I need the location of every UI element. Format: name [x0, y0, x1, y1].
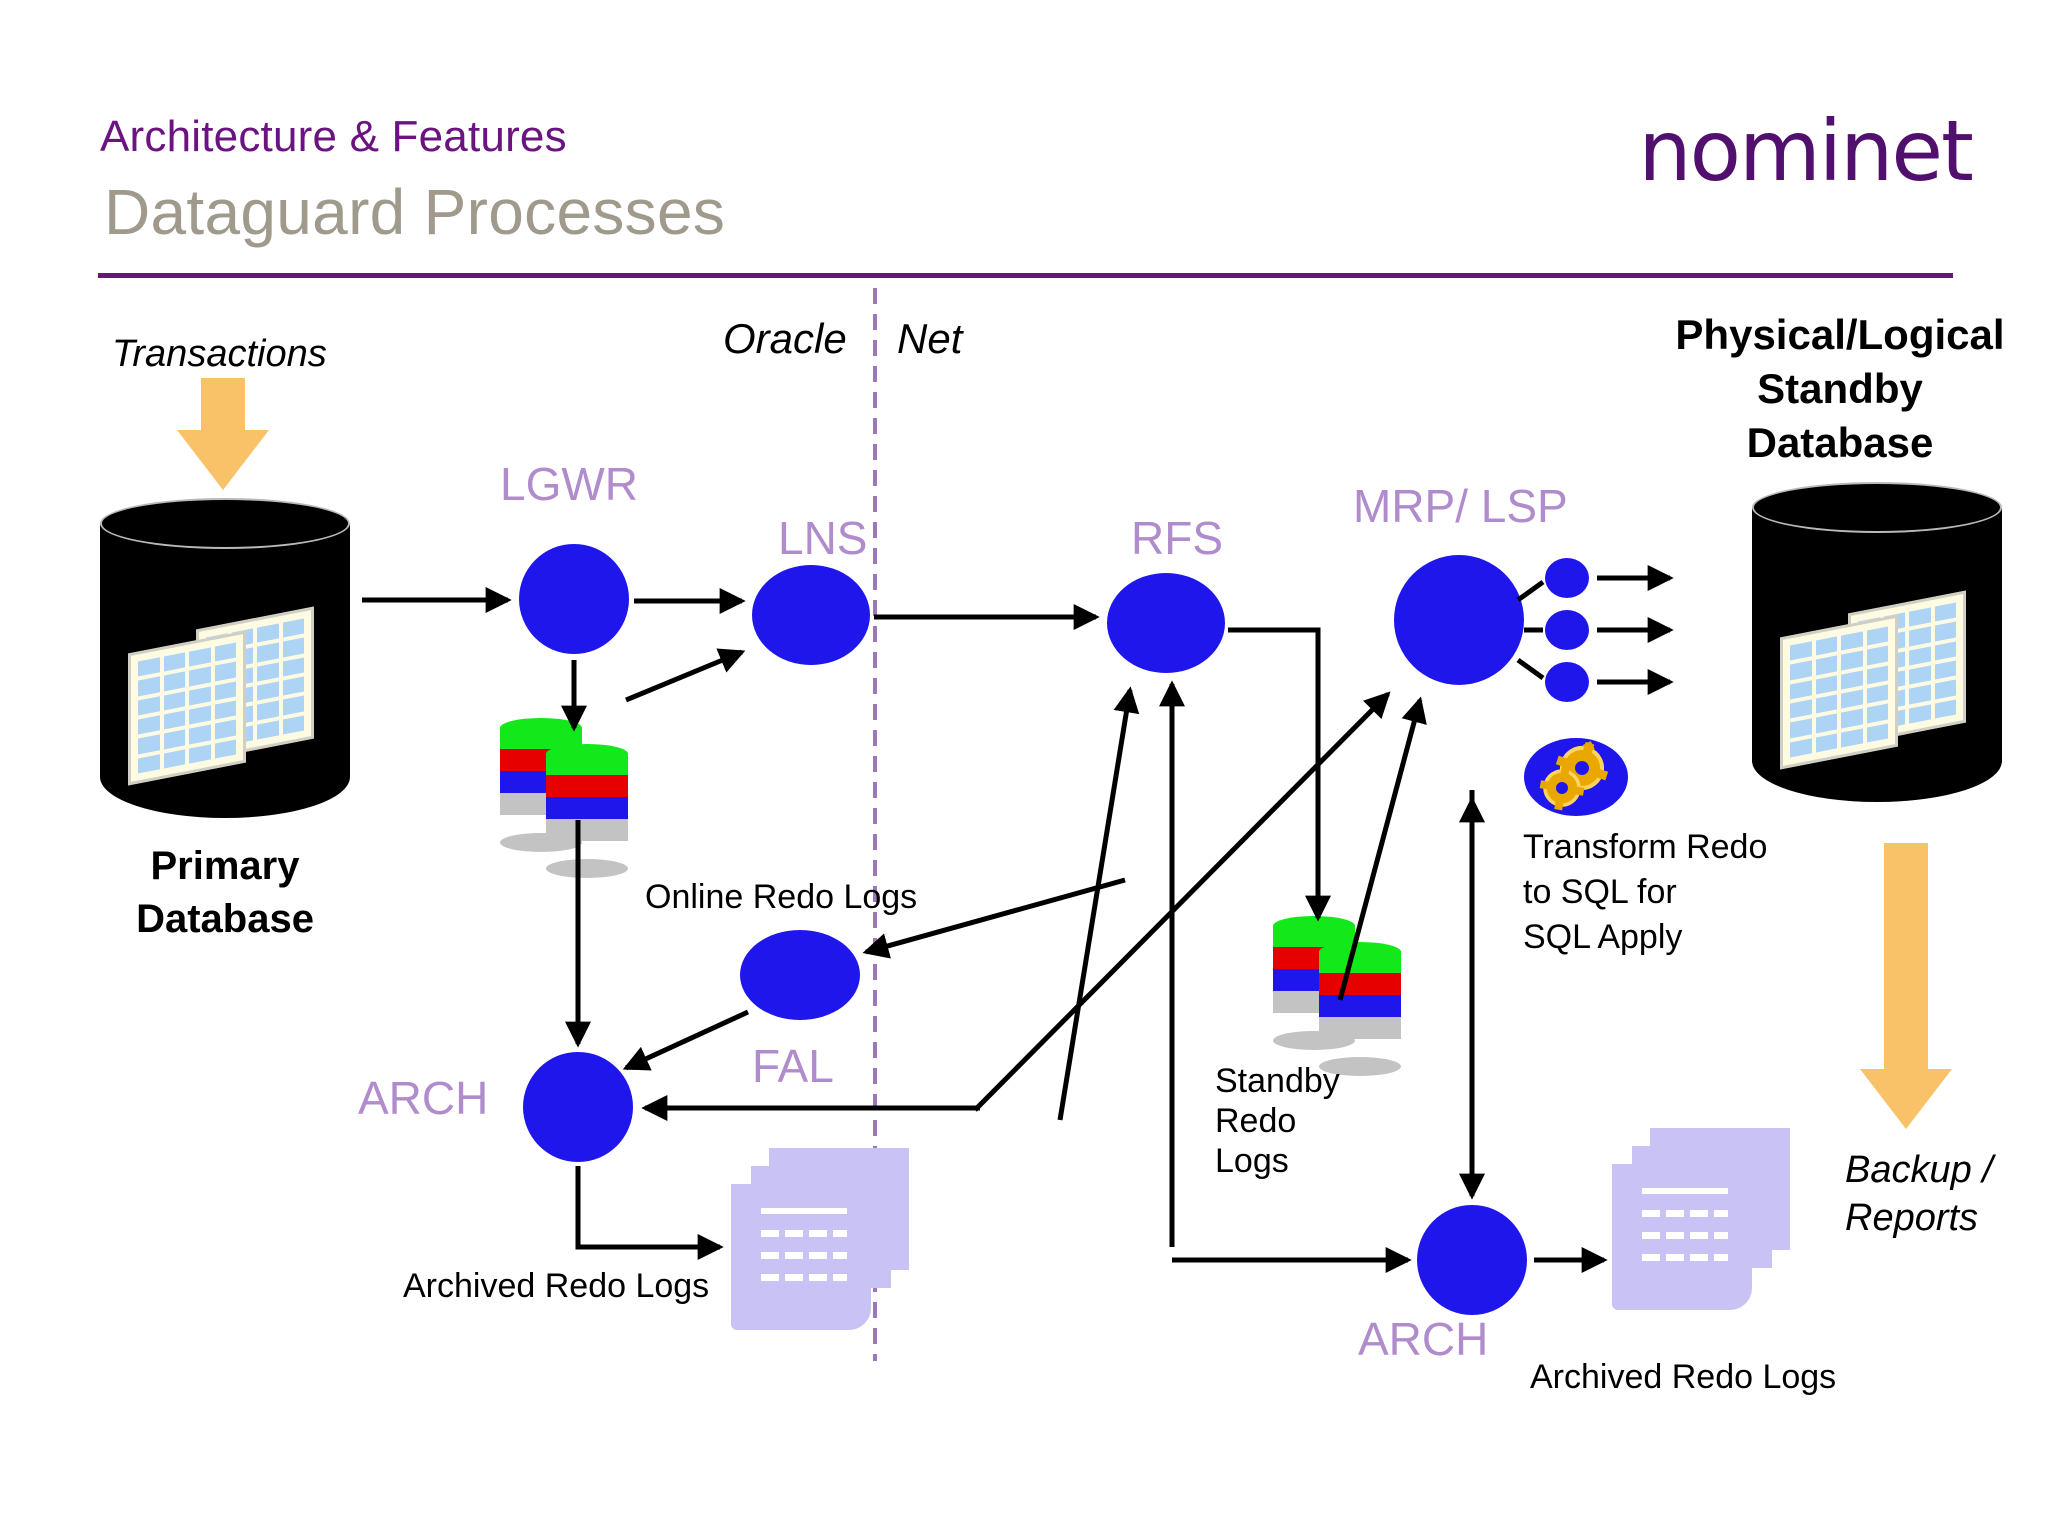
arrow-feeder-to-lns [625, 648, 746, 703]
oracle-net-label-left: Oracle [723, 315, 847, 362]
archived-redo-logs-primary-label: Archived Redo Logs [403, 1267, 710, 1305]
fal-label: FAL [752, 1040, 834, 1092]
transform-redo-label-line3: SQL Apply [1523, 918, 1683, 956]
arrow-fal-to-arch [622, 1009, 750, 1071]
mrp-lsp-worker-node-2 [1545, 610, 1589, 650]
oracle-net-divider-line [873, 288, 877, 1361]
connector-mrp-worker-3 [1516, 657, 1545, 681]
standby-redo-logs-label-line1: Standby [1215, 1062, 1340, 1100]
lns-process-node [752, 565, 870, 665]
arch-standby-process-node [1417, 1205, 1527, 1315]
page-kicker: Architecture & Features [100, 112, 567, 161]
mrp-lsp-process-node [1394, 555, 1524, 685]
primary-database-label-line2: Database [136, 897, 314, 941]
transform-redo-label-line1: Transform Redo [1523, 828, 1768, 866]
page-title: Dataguard Processes [104, 176, 726, 248]
standby-database-title-line1: Physical/Logical [1675, 311, 2005, 358]
standby-redo-logs-disks [1273, 916, 1423, 1076]
arch-primary-label: ARCH [358, 1072, 489, 1124]
transactions-label: Transactions [112, 333, 327, 375]
connector-mrp-worker-1 [1516, 579, 1545, 603]
backup-reports-label-line1: Backup / [1845, 1149, 1993, 1191]
arch-standby-label: ARCH [1358, 1313, 1489, 1365]
archived-redo-logs-standby-docs [1610, 1128, 1790, 1313]
online-redo-logs-disks [500, 718, 650, 878]
lns-label: LNS [778, 512, 868, 564]
mrp-lsp-label: MRP/ LSP [1353, 480, 1568, 532]
arrow-arch-to-archived-redo [575, 1166, 724, 1260]
standby-database-title-line3: Database [1746, 419, 1934, 466]
arch-primary-process-node [523, 1052, 633, 1162]
transactions-inflow-arrow [177, 378, 269, 490]
archived-redo-logs-standby-label: Archived Redo Logs [1530, 1358, 1837, 1396]
lgwr-label: LGWR [500, 458, 638, 510]
backup-reports-label-line2: Reports [1845, 1197, 1979, 1239]
mrp-lsp-worker-node-3 [1545, 662, 1589, 702]
nominet-logo: nominet [1638, 102, 1974, 200]
online-redo-logs-label: Online Redo Logs [645, 878, 918, 916]
standby-database-title-line2: Standby [1757, 365, 1923, 412]
rfs-label: RFS [1131, 512, 1223, 564]
transform-redo-label-line2: to SQL for [1523, 873, 1677, 911]
transform-redo-gears-badge [1524, 738, 1628, 816]
rfs-process-node [1107, 573, 1225, 673]
primary-database-label-line1: Primary [150, 844, 300, 888]
standby-redo-logs-label-line2: Redo [1215, 1102, 1297, 1140]
standby-database-cylinder [1752, 482, 2002, 802]
header-divider-rule [98, 273, 1953, 278]
standby-redo-logs-label-line3: Logs [1215, 1142, 1289, 1180]
backup-reports-arrow [1852, 843, 1962, 1133]
arrow-rfs-to-standby-redo [1228, 627, 1331, 922]
arrow-diagonal-to-rfs [1057, 686, 1140, 1121]
oracle-net-label-right: Net [897, 315, 963, 362]
standby-db-table-sheet-front [1780, 614, 1898, 770]
primary-database-cylinder [100, 498, 350, 818]
archived-redo-logs-primary-docs [729, 1148, 909, 1333]
db-table-sheet-front [128, 630, 246, 786]
mrp-lsp-worker-node-1 [1545, 558, 1589, 598]
fal-process-node [740, 930, 860, 1020]
lgwr-process-node [519, 544, 629, 654]
